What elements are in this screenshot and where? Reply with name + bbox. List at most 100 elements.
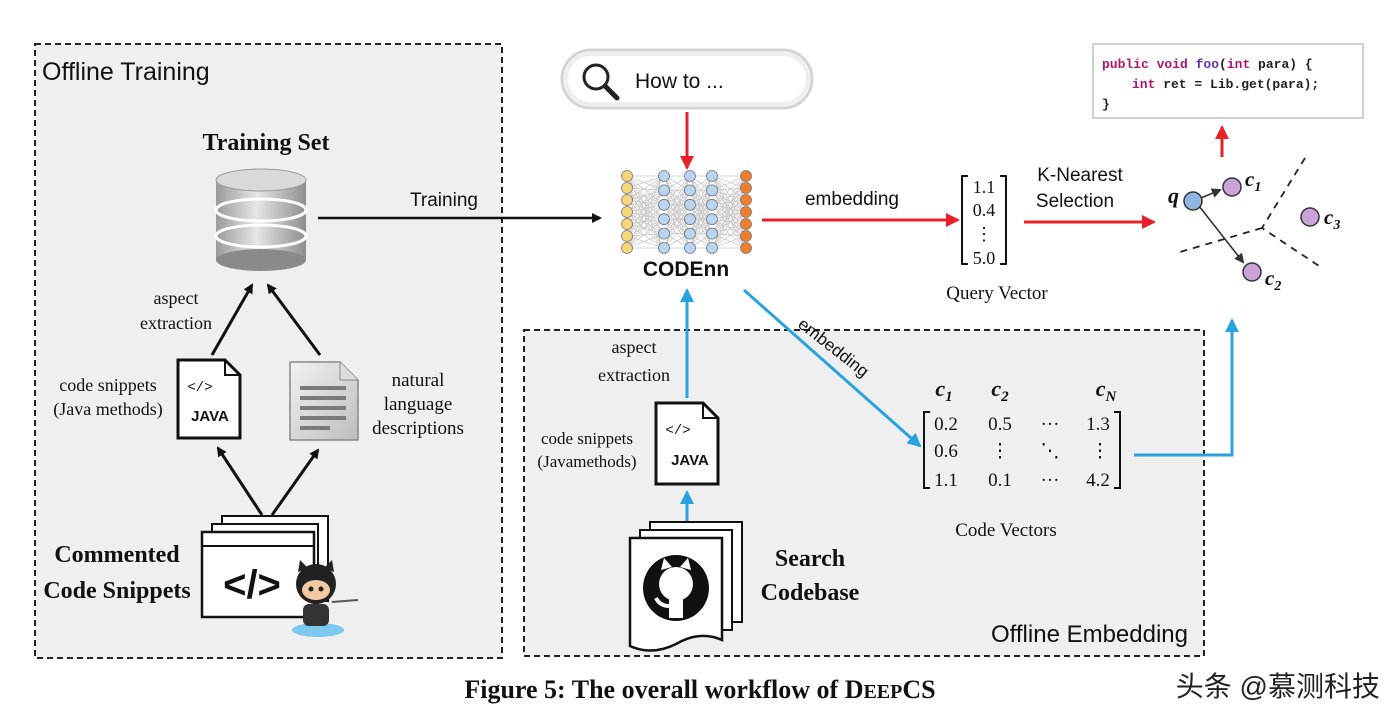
watermark: 头条 @慕测科技: [1176, 671, 1380, 702]
nn-edge: [626, 175, 665, 249]
nn-edge: [626, 175, 665, 213]
svg-text:int ret = Lib.get(para);: int ret = Lib.get(para);: [1132, 77, 1319, 92]
query-point: [1183, 191, 1203, 211]
search-query-text: How to ...: [635, 70, 724, 93]
nn-edge: [711, 187, 747, 249]
code-snippets-bold-label: Code Snippets: [43, 578, 190, 604]
c3-point: [1300, 207, 1320, 227]
arrow-snippets-to-java: [216, 446, 264, 516]
code-line1-fn: foo: [1196, 57, 1220, 72]
nl-label-2: language: [384, 394, 453, 415]
nn-node: [621, 218, 633, 230]
github-icon: [643, 555, 709, 621]
knn-label-1: K-Nearest: [1037, 165, 1123, 186]
nn-edge: [689, 218, 713, 249]
nn-edge: [711, 218, 747, 237]
cv-header-3-sub: N: [1104, 389, 1117, 405]
nn-node: [621, 194, 633, 206]
svg-text:cN: cN: [1096, 376, 1118, 405]
svg-text:c2: c2: [1265, 266, 1281, 294]
nn-edge: [663, 190, 691, 249]
search-box[interactable]: How to ...: [560, 48, 814, 110]
emb-aspect-label: aspect: [612, 337, 657, 357]
nn-edge: [626, 190, 665, 249]
nn-edge: [626, 190, 665, 237]
offline-training-title: Offline Training: [42, 58, 210, 86]
document-icon: [289, 361, 359, 441]
java-file-text: JAVA: [191, 408, 229, 425]
code-line2-kw: int: [1132, 77, 1155, 92]
svg-text:public void foo(int para) {: public void foo(int para) {: [1102, 57, 1313, 72]
nn-edge: [711, 175, 747, 220]
offline-embedding-panel: Offline Embedding aspect extraction code…: [523, 288, 1239, 657]
svg-text:</>: </>: [665, 423, 690, 439]
cv-cell-2-3: 4.2: [1086, 470, 1110, 491]
nn-edge: [711, 187, 747, 206]
nn-node: [684, 242, 696, 254]
nn-node: [706, 242, 718, 254]
code-vectors-matrix: c1 c2 cN 0.2 0.5 ··· 1.3 0.6 ⋮ ⋱ ⋮ 1.1 0…: [923, 376, 1121, 491]
svg-text:c2: c2: [991, 376, 1009, 405]
octocat-icon: [292, 560, 359, 637]
caption-prefix: Figure 5: The overall workflow of: [464, 675, 844, 704]
nn-edge: [711, 175, 747, 234]
code-line1-type: int: [1227, 57, 1250, 72]
nn-edge: [626, 187, 665, 220]
nn-edge: [663, 218, 691, 249]
cv-cell-0-2: ···: [1041, 414, 1060, 435]
arrow-java-to-db: [210, 283, 254, 356]
nn-node: [740, 230, 752, 242]
cv-header-1-sub: 1: [945, 389, 953, 405]
q-label: q: [1168, 183, 1179, 208]
code-result-box: public void foo(int para) { int ret = Li…: [1092, 43, 1364, 119]
nn-edge: [689, 204, 713, 249]
svg-text:Figure 5: The overall workflow: Figure 5: The overall workflow of DEEPCS: [464, 675, 935, 704]
nn-node: [706, 213, 718, 226]
cv-header-2: c: [991, 376, 1001, 401]
java-file-icon: </> JAVA: [176, 358, 242, 440]
svg-text:c1: c1: [1245, 167, 1261, 195]
nn-node: [740, 182, 752, 194]
cv-cell-2-2: ···: [1041, 470, 1060, 491]
cv-header-1: c: [935, 376, 945, 401]
nn-edge: [626, 199, 665, 206]
nn-edge: [626, 187, 665, 206]
c1-point: [1222, 177, 1242, 197]
nn-node: [740, 170, 752, 182]
cv-cell-1-0: 0.6: [934, 441, 958, 462]
nn-edge: [711, 175, 747, 191]
nn-edge: [626, 218, 665, 249]
code-line3: }: [1102, 97, 1110, 112]
code-vectors-label: Code Vectors: [955, 520, 1057, 541]
emb-java-file-text: JAVA: [671, 452, 709, 469]
offline-embedding-title: Offline Embedding: [991, 621, 1188, 648]
nn-node: [706, 170, 718, 182]
nn-edge: [711, 223, 747, 249]
code-line1-rest: para) {: [1250, 57, 1312, 72]
svg-text:c1: c1: [935, 376, 952, 405]
cv-cell-0-0: 0.2: [934, 414, 958, 435]
nn-node: [621, 206, 633, 218]
qv-value-2: 0.4: [973, 200, 996, 220]
nn-node: [706, 227, 718, 240]
nn-node: [658, 213, 670, 226]
training-set-label: Training Set: [203, 130, 330, 156]
nn-node: [621, 230, 633, 242]
nn-edge: [626, 190, 665, 201]
svg-text:</>: </>: [187, 380, 212, 396]
arrow-nl-to-db: [266, 283, 322, 356]
query-vector: 1.1 0.4 ⋮ 5.0: [961, 175, 1007, 268]
nn-edge: [626, 204, 665, 225]
qv-value-1: 1.1: [973, 177, 996, 197]
cv-cell-2-0: 1.1: [934, 470, 958, 491]
nn-edge: [626, 204, 665, 249]
arrow-vectors-to-knn: [1134, 318, 1239, 457]
nn-node: [684, 198, 696, 211]
c3-sub: 3: [1332, 218, 1340, 233]
codebase-label: Codebase: [761, 580, 860, 606]
arrow-snippets-to-nl: [270, 448, 320, 516]
query-vector-label: Query Vector: [946, 283, 1048, 304]
emb-java-methods-label: (Javamethods): [537, 452, 636, 471]
nn-edge: [626, 190, 665, 225]
